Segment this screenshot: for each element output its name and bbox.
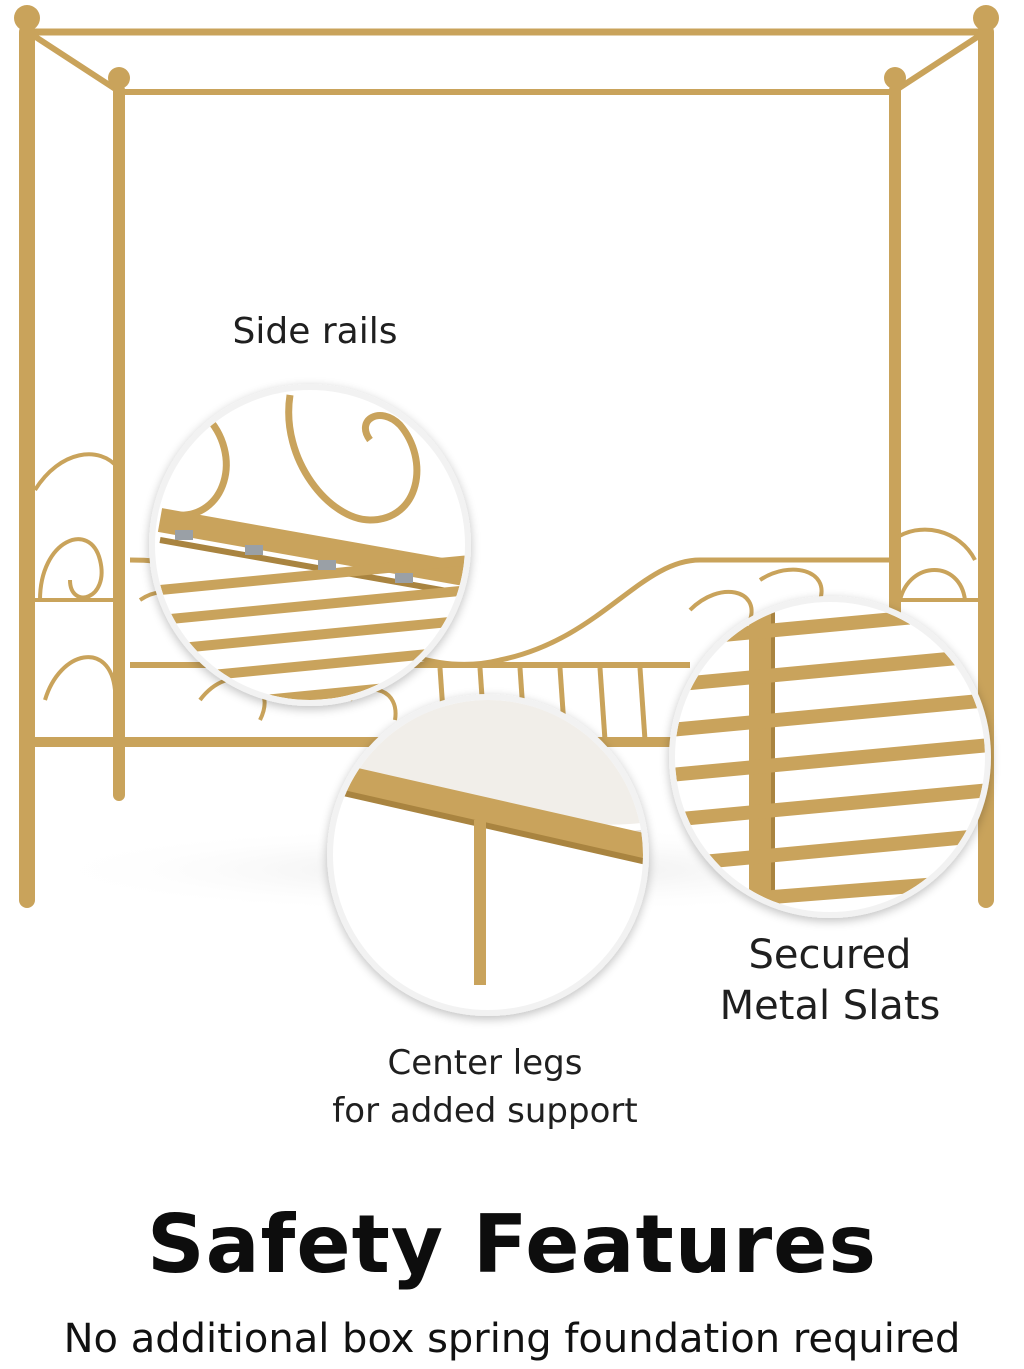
secured-slats-label: Secured Metal Slats [680,930,980,1032]
headline: Safety Features [146,1198,878,1291]
post-finials [14,5,999,89]
zoom-circle-secured-slats [669,596,991,918]
subline: No additional box spring foundation requ… [63,1316,961,1362]
zoom-circle-side-rails [149,384,471,706]
secured-slats-line1: Secured [748,932,912,978]
secured-slats-line2: Metal Slats [719,983,941,1030]
center-legs-line2: for added support [332,1090,638,1131]
zoom-circle-center-legs [327,694,649,1016]
side-rails-label: Side rails [180,310,450,353]
footboard-scrollwork [891,527,980,602]
center-legs-line1: Center legs [387,1043,583,1083]
headboard-scrollwork [33,452,120,742]
side-rails-text: Side rails [232,311,398,352]
center-legs-label: Center legs for added support [290,1040,680,1135]
